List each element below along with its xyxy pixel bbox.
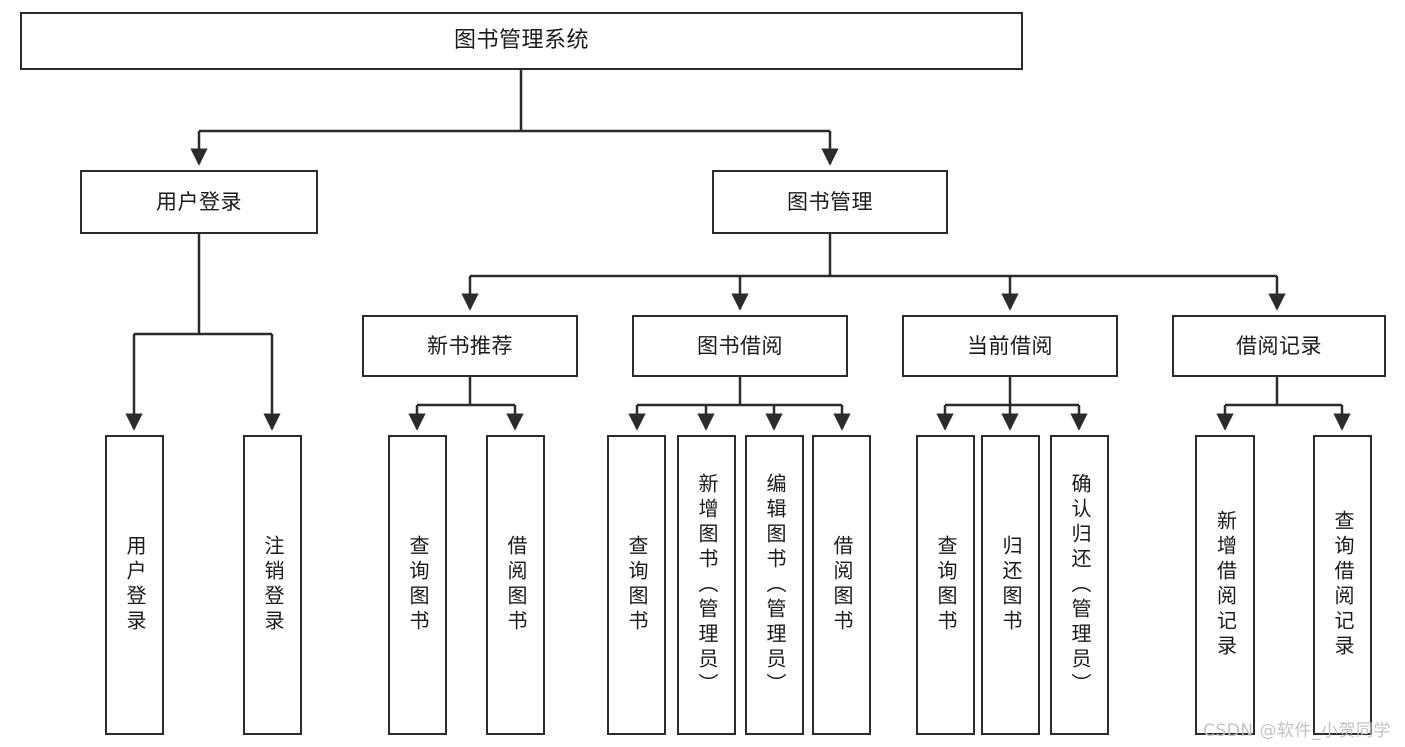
leaf-current-borrow-query-book[interactable]: 查询图书 [916,435,975,735]
leaf-new-book-query-book[interactable]: 查询图书 [388,435,447,735]
node-label: 当前借阅 [967,333,1053,358]
leaf-book-borrow-query-book[interactable]: 查询图书 [607,435,666,735]
node-label: 新增借阅记录 [1213,510,1238,660]
leaf-book-borrow-edit-book-admin[interactable]: 编辑图书（管理员） [745,435,804,735]
node-book-management[interactable]: 图书管理 [712,170,948,234]
node-user-login[interactable]: 用户登录 [80,170,318,234]
node-label: 借阅图书 [504,535,528,635]
leaf-borrow-record-add-record[interactable]: 新增借阅记录 [1195,435,1255,735]
node-label: 图书管理系统 [453,28,589,54]
node-label: 归还图书 [999,535,1023,635]
leaf-book-borrow-add-book-admin[interactable]: 新增图书（管理员） [677,435,736,735]
node-label: 图书管理 [787,189,873,214]
csdn-watermark: CSDN @软件_小贺同学 [1203,721,1391,741]
leaf-current-borrow-confirm-return-admin[interactable]: 确认归还（管理员） [1050,435,1109,735]
node-label: 借阅图书 [830,535,854,635]
node-new-book-recommend[interactable]: 新书推荐 [362,315,578,377]
node-current-borrow[interactable]: 当前借阅 [902,315,1118,377]
node-label: 注销登录 [261,535,285,635]
node-label: 编辑图书（管理员） [763,472,787,698]
node-root-library-system[interactable]: 图书管理系统 [20,12,1023,70]
node-label: 确认归还（管理员） [1068,472,1092,698]
leaf-user-login-login[interactable]: 用户登录 [105,435,164,735]
leaf-user-login-logout[interactable]: 注销登录 [243,435,302,735]
node-label: 借阅记录 [1236,333,1322,358]
leaf-borrow-record-query-record[interactable]: 查询借阅记录 [1313,435,1372,735]
node-label: 查询图书 [406,535,430,635]
node-label: 新增图书（管理员） [695,472,719,698]
node-label: 用户登录 [156,189,242,214]
leaf-new-book-borrow-book[interactable]: 借阅图书 [486,435,545,735]
node-label: 图书借阅 [697,333,783,358]
node-book-borrow[interactable]: 图书借阅 [632,315,848,377]
node-label: 新书推荐 [427,333,513,358]
node-label: 用户登录 [123,535,147,635]
node-label: 查询借阅记录 [1331,510,1355,660]
node-label: 查询图书 [625,535,649,635]
node-borrow-record[interactable]: 借阅记录 [1172,315,1386,377]
leaf-current-borrow-return-book[interactable]: 归还图书 [981,435,1040,735]
node-label: 查询图书 [934,535,958,635]
leaf-book-borrow-borrow-book[interactable]: 借阅图书 [812,435,871,735]
